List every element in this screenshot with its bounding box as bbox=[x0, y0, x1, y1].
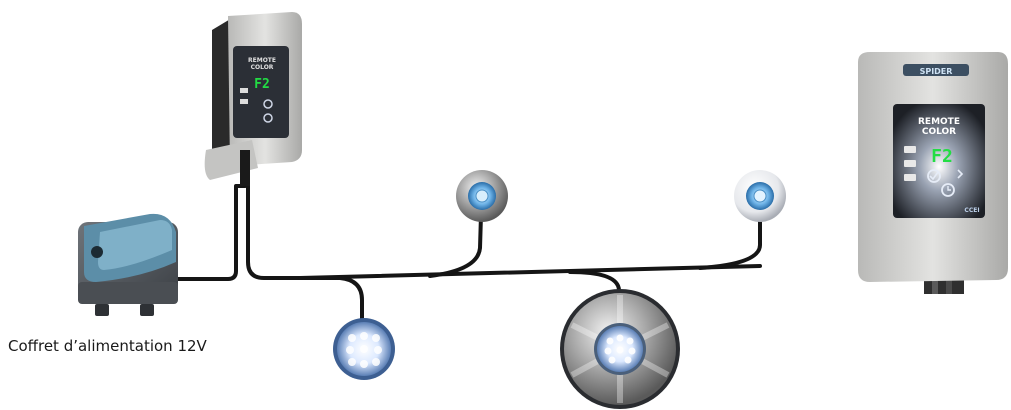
controller-top-label: SPIDER bbox=[920, 67, 953, 76]
steel-projector-large bbox=[560, 289, 680, 409]
controller-display: F2 bbox=[254, 77, 270, 92]
remote-controller-closeup: SPIDER REMOTE COLOR F2 CCEI bbox=[858, 52, 1008, 294]
closeup-brand-line2: COLOR bbox=[922, 127, 956, 137]
steel-projector-small bbox=[456, 170, 508, 222]
closeup-display: F2 bbox=[931, 146, 953, 167]
power-supply-box bbox=[78, 213, 178, 316]
remote-controller-wall: F2 REMOTE COLOR bbox=[204, 12, 302, 186]
white-projector bbox=[734, 170, 786, 222]
controller-logo: CCEI bbox=[964, 207, 979, 214]
led-spot-light bbox=[333, 318, 395, 380]
cable-network bbox=[173, 184, 762, 322]
controller-brand-line1: REMOTE bbox=[248, 57, 276, 64]
closeup-brand-line1: REMOTE bbox=[918, 117, 960, 127]
controller-brand-line2: COLOR bbox=[251, 64, 274, 71]
power-supply-caption: Coffret d’alimentation 12V bbox=[8, 337, 207, 355]
